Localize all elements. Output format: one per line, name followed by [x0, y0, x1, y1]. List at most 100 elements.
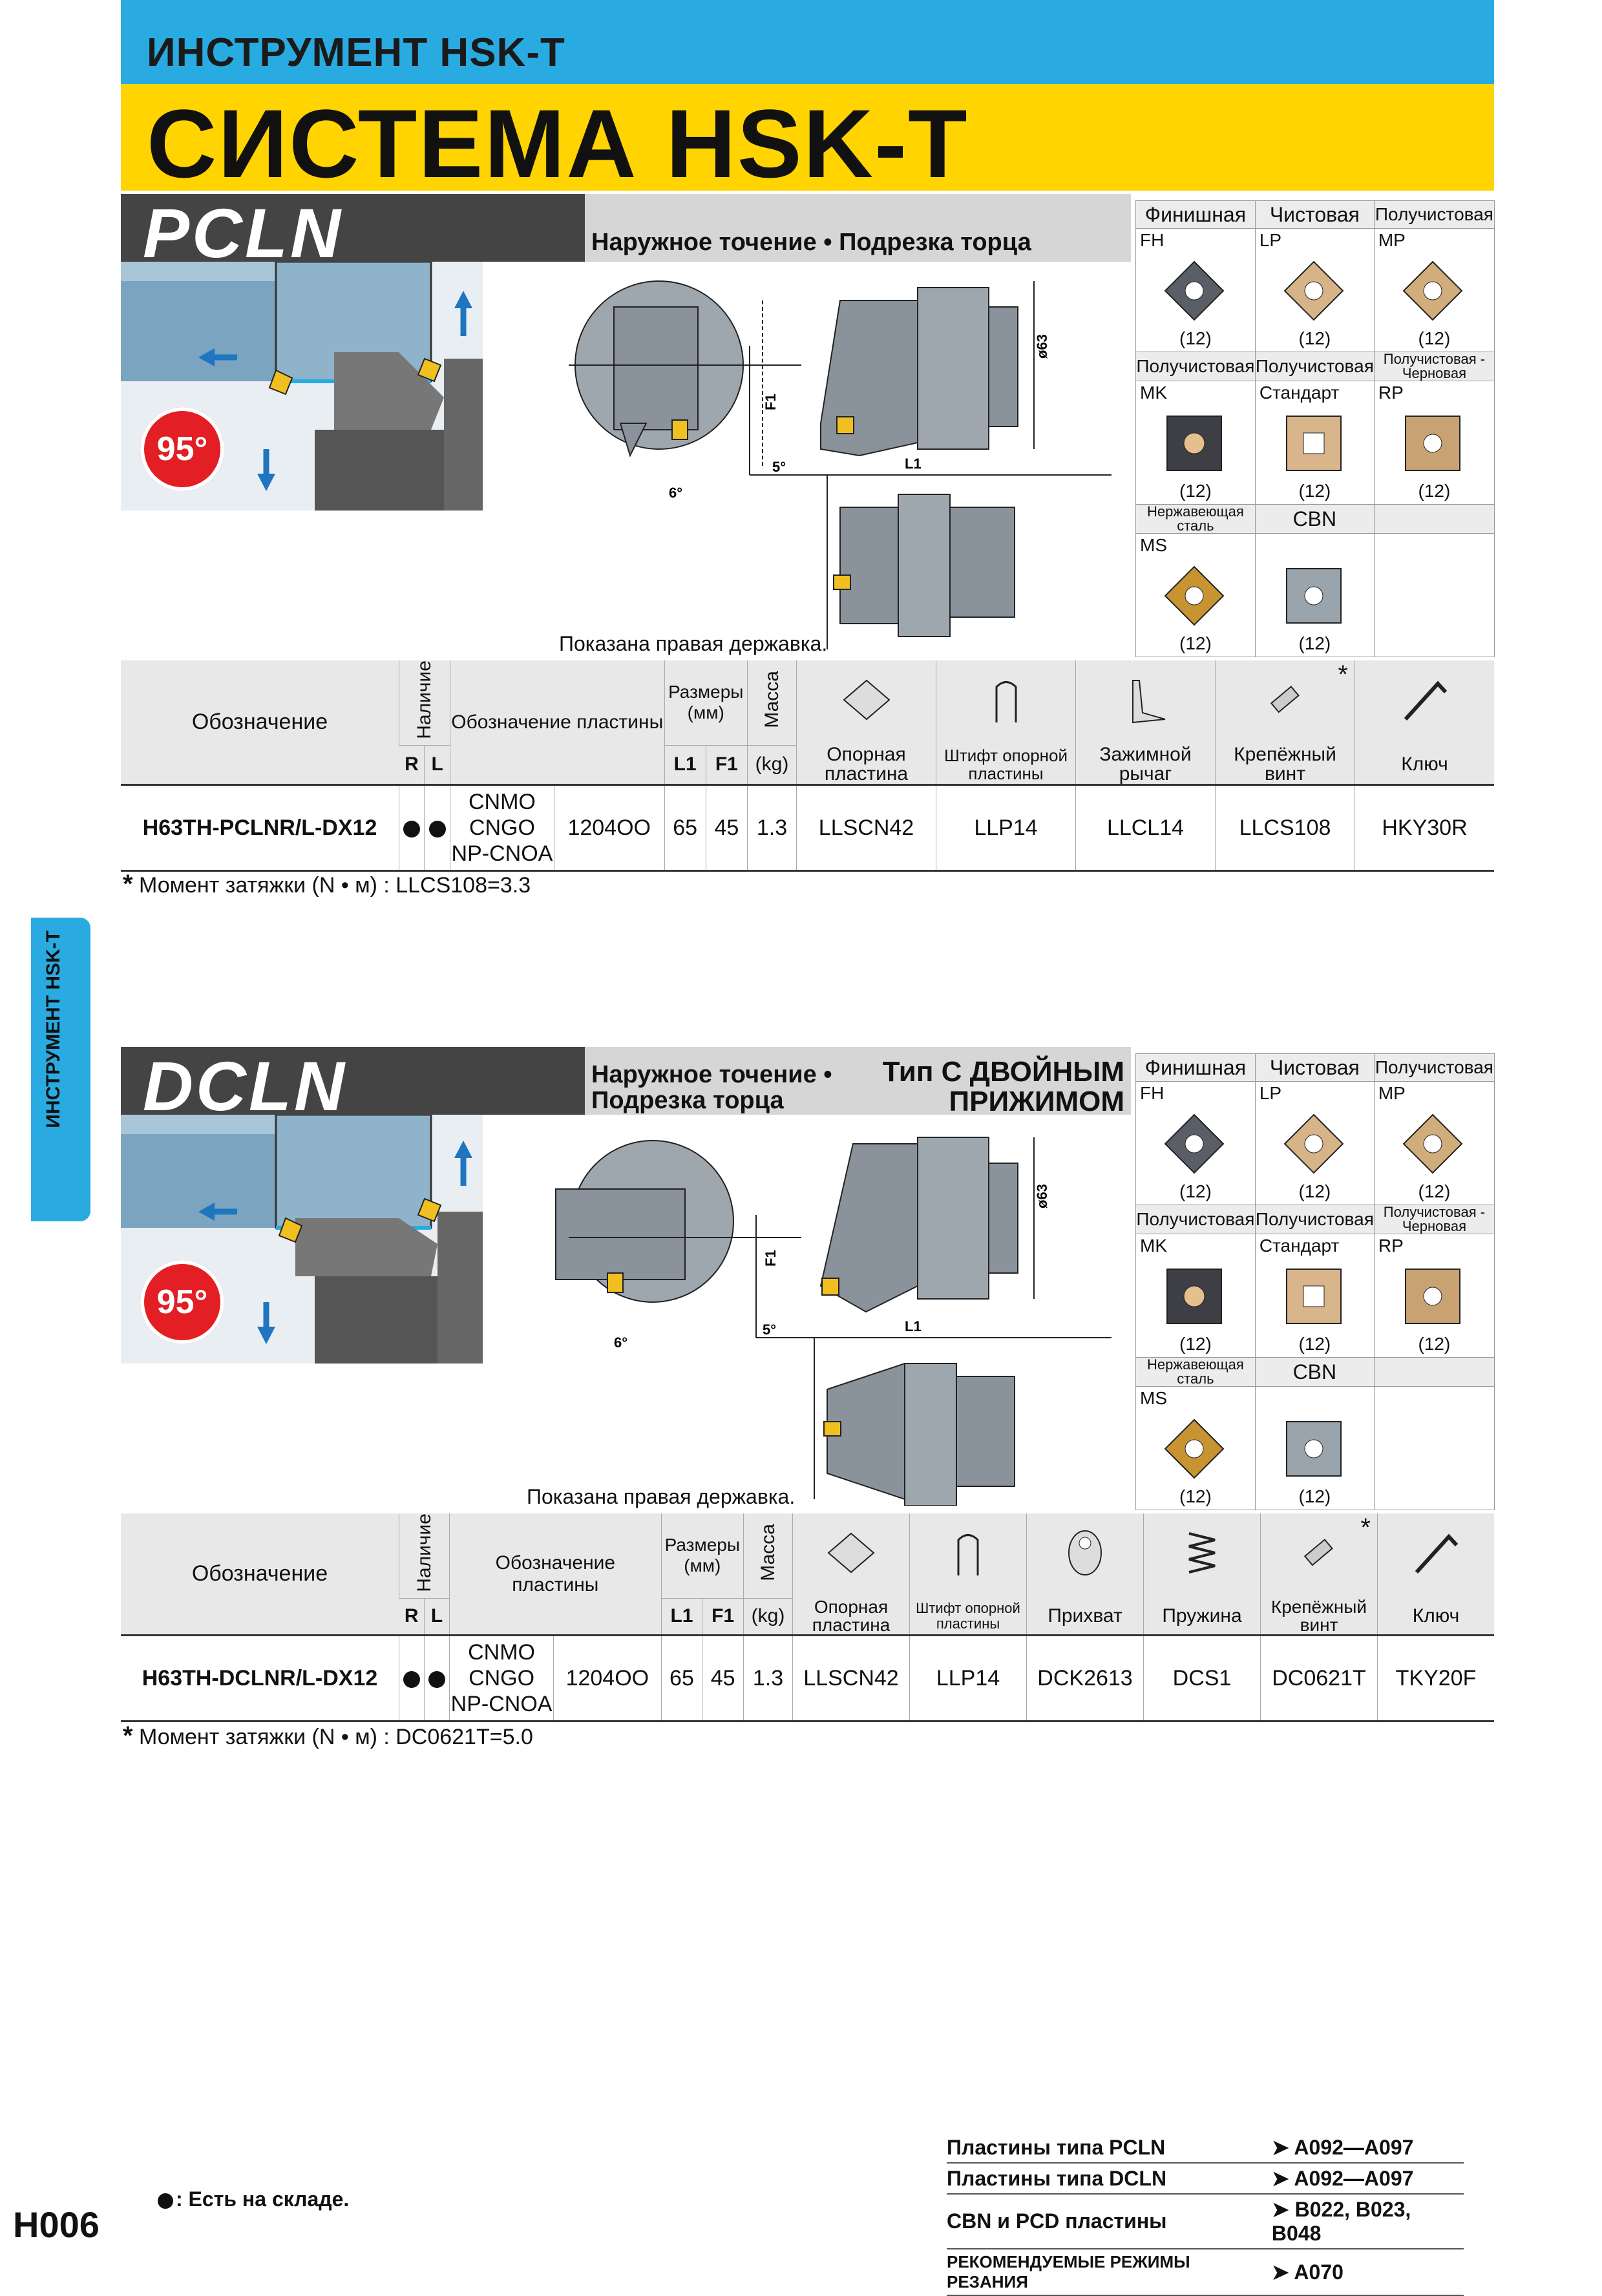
reference-row[interactable]: Пластины типа DCLN➤ A092—A097: [947, 2163, 1464, 2195]
technical-drawing-pcln: ø63 F1 L1 6° 5°: [543, 262, 1124, 649]
insert-cell-mp[interactable]: MP (12): [1373, 228, 1495, 352]
insert-cell-lp[interactable]: LP (12): [1254, 1081, 1375, 1205]
angle-badge: 95°: [140, 407, 224, 491]
insert-codes: CNMO CNGO NP-CNOA: [449, 1635, 554, 1722]
col-stock: Наличие: [399, 660, 450, 746]
part-label: Прихват: [1026, 1598, 1144, 1636]
reference-row[interactable]: CBN и PCD пластины➤ B022, B023, B048: [947, 2194, 1464, 2249]
insert-image: [1285, 1421, 1342, 1477]
insert-head: Получистовая: [1254, 1205, 1375, 1234]
insert-size: 1204OO: [553, 1635, 662, 1722]
part-icon-pin: [936, 660, 1076, 746]
header-category-bar: ИНСТРУМЕНТ HSK-T: [121, 0, 1494, 84]
insert-cell-rp[interactable]: RP (12): [1373, 1234, 1495, 1358]
insert-cell-mp[interactable]: MP (12): [1373, 1081, 1495, 1205]
dim-f1: F1: [763, 394, 779, 410]
part-code: DCS1: [1143, 1635, 1261, 1722]
insert-image: [1164, 565, 1225, 626]
part-label: Ключ: [1377, 1598, 1494, 1636]
side-tab-label: ИНСТРУМЕНТ HSK-T: [43, 931, 64, 1128]
insert-cell-rp[interactable]: RP (12): [1373, 381, 1495, 505]
stock-l: [424, 1635, 450, 1722]
page-number: H006: [13, 2204, 100, 2245]
designation-cell[interactable]: H63TH-DCLNR/L-DX12: [121, 1635, 399, 1722]
mass-value: 1.3: [743, 1635, 793, 1722]
col-kg: (kg): [743, 1597, 793, 1636]
insert-image: [1285, 568, 1342, 624]
f1-value: 45: [702, 1635, 744, 1722]
part-icon-key: [1354, 660, 1494, 746]
insert-cell-cbn[interactable]: (12): [1254, 1386, 1375, 1510]
insert-head: Получистовая - Черновая: [1373, 1205, 1495, 1234]
insert-cell-mk[interactable]: MK (12): [1135, 1234, 1256, 1358]
part-icon-screw: *: [1260, 1513, 1378, 1599]
insert-image: [1164, 1113, 1225, 1174]
insert-cell-ms[interactable]: MS (12): [1135, 533, 1256, 657]
insert-head: Получистовая: [1254, 352, 1375, 381]
insert-cell-empty: [1373, 533, 1495, 657]
part-icon-seat: [796, 660, 936, 746]
col-dims: Размеры (мм): [664, 660, 748, 746]
part-code: DC0621T: [1260, 1635, 1378, 1722]
stock-r: [398, 785, 425, 871]
spec-table-pcln: Обозначение Наличие Обозначение пластины…: [121, 660, 1494, 872]
table-row[interactable]: H63TH-DCLNR/L-DX12 CNMO CNGO NP-CNOA 120…: [121, 1635, 1494, 1722]
insert-cell-fh[interactable]: FH (12): [1135, 1081, 1256, 1205]
insert-image: [1402, 260, 1463, 321]
insert-image: [1283, 1113, 1344, 1174]
part-code: LLP14: [909, 1635, 1027, 1722]
part-label: Опорная пластина: [796, 745, 936, 785]
dim-angle-6: 6°: [614, 1334, 627, 1351]
col-mass: Масса: [747, 660, 797, 746]
stock-legend: : Есть на складе.: [155, 2187, 349, 2211]
insert-image: [1285, 1269, 1342, 1324]
shown-right-holder-note: Показана правая державка.: [559, 632, 828, 655]
table-row[interactable]: H63TH-PCLNR/L-DX12 CNMO CNGO NP-CNOA 120…: [121, 785, 1494, 871]
insert-cell-empty: [1373, 1386, 1495, 1510]
reference-row[interactable]: РЕКОМЕНДУЕМЫЕ РЕЖИМЫ РЕЗАНИЯ➤ A070: [947, 2249, 1464, 2296]
reference-row[interactable]: Пластины типа PCLN➤ A092—A097: [947, 2133, 1464, 2164]
dim-f1: F1: [763, 1250, 779, 1267]
section-title-dcln: DCLN: [121, 1047, 585, 1125]
part-code: LLSCN42: [796, 785, 936, 871]
insert-head: Нержавеющая сталь: [1135, 504, 1256, 534]
insert-head: Получистовая: [1135, 352, 1256, 381]
insert-head: Нержавеющая сталь: [1135, 1357, 1256, 1387]
side-tab[interactable]: ИНСТРУМЕНТ HSK-T: [31, 918, 90, 1221]
col-r: R: [399, 744, 425, 785]
technical-drawing-dcln: ø63 F1 L1 6° 5°: [543, 1118, 1124, 1506]
col-designation: Обозначение: [191, 710, 328, 735]
col-insert: Обозначение пластины: [449, 660, 665, 785]
insert-cell-fh[interactable]: FH (12): [1135, 228, 1256, 352]
insert-image: [1404, 1269, 1460, 1324]
part-label: Крепёжный винт: [1215, 745, 1355, 785]
shown-right-holder-note: Показана правая державка.: [527, 1485, 796, 1508]
designation-cell[interactable]: H63TH-PCLNR/L-DX12: [121, 785, 399, 871]
part-code: LLSCN42: [792, 1635, 910, 1722]
insert-cell-standard[interactable]: Стандарт (12): [1254, 381, 1375, 505]
col-l: L: [424, 1597, 450, 1636]
stock-r: [398, 1635, 425, 1722]
insert-image: [1164, 1418, 1225, 1479]
insert-cell-ms[interactable]: MS (12): [1135, 1386, 1256, 1510]
insert-cell-standard[interactable]: Стандарт (12): [1254, 1234, 1375, 1358]
insert-cell-cbn[interactable]: (12): [1254, 533, 1375, 657]
col-mass: Масса: [743, 1513, 793, 1599]
header-category: ИНСТРУМЕНТ HSK-T: [147, 30, 565, 75]
insert-grid-pcln: Финишная Чистовая Получистовая FH (12) L…: [1135, 200, 1495, 657]
insert-cell-mk[interactable]: MK (12): [1135, 381, 1256, 505]
tool-photo-dcln: [121, 1115, 483, 1364]
insert-image: [1283, 260, 1344, 321]
section-subtitle-bar: Наружное точение • Подрезка торца: [585, 194, 1131, 262]
section-subtitle: Наружное точение • Подрезка торца: [591, 229, 1031, 256]
insert-image: [1402, 1113, 1463, 1174]
insert-cell-lp[interactable]: LP (12): [1254, 228, 1375, 352]
dim-diameter: ø63: [1034, 334, 1050, 359]
col-l1: L1: [660, 1597, 702, 1636]
col-stock: Наличие: [398, 1513, 450, 1599]
col-f1: F1: [702, 1597, 744, 1636]
section-title-pcln: PCLN: [121, 194, 585, 272]
part-label: Опорная пластина: [792, 1598, 910, 1636]
insert-head: Получистовая: [1373, 200, 1495, 229]
insert-image: [1166, 1269, 1222, 1324]
